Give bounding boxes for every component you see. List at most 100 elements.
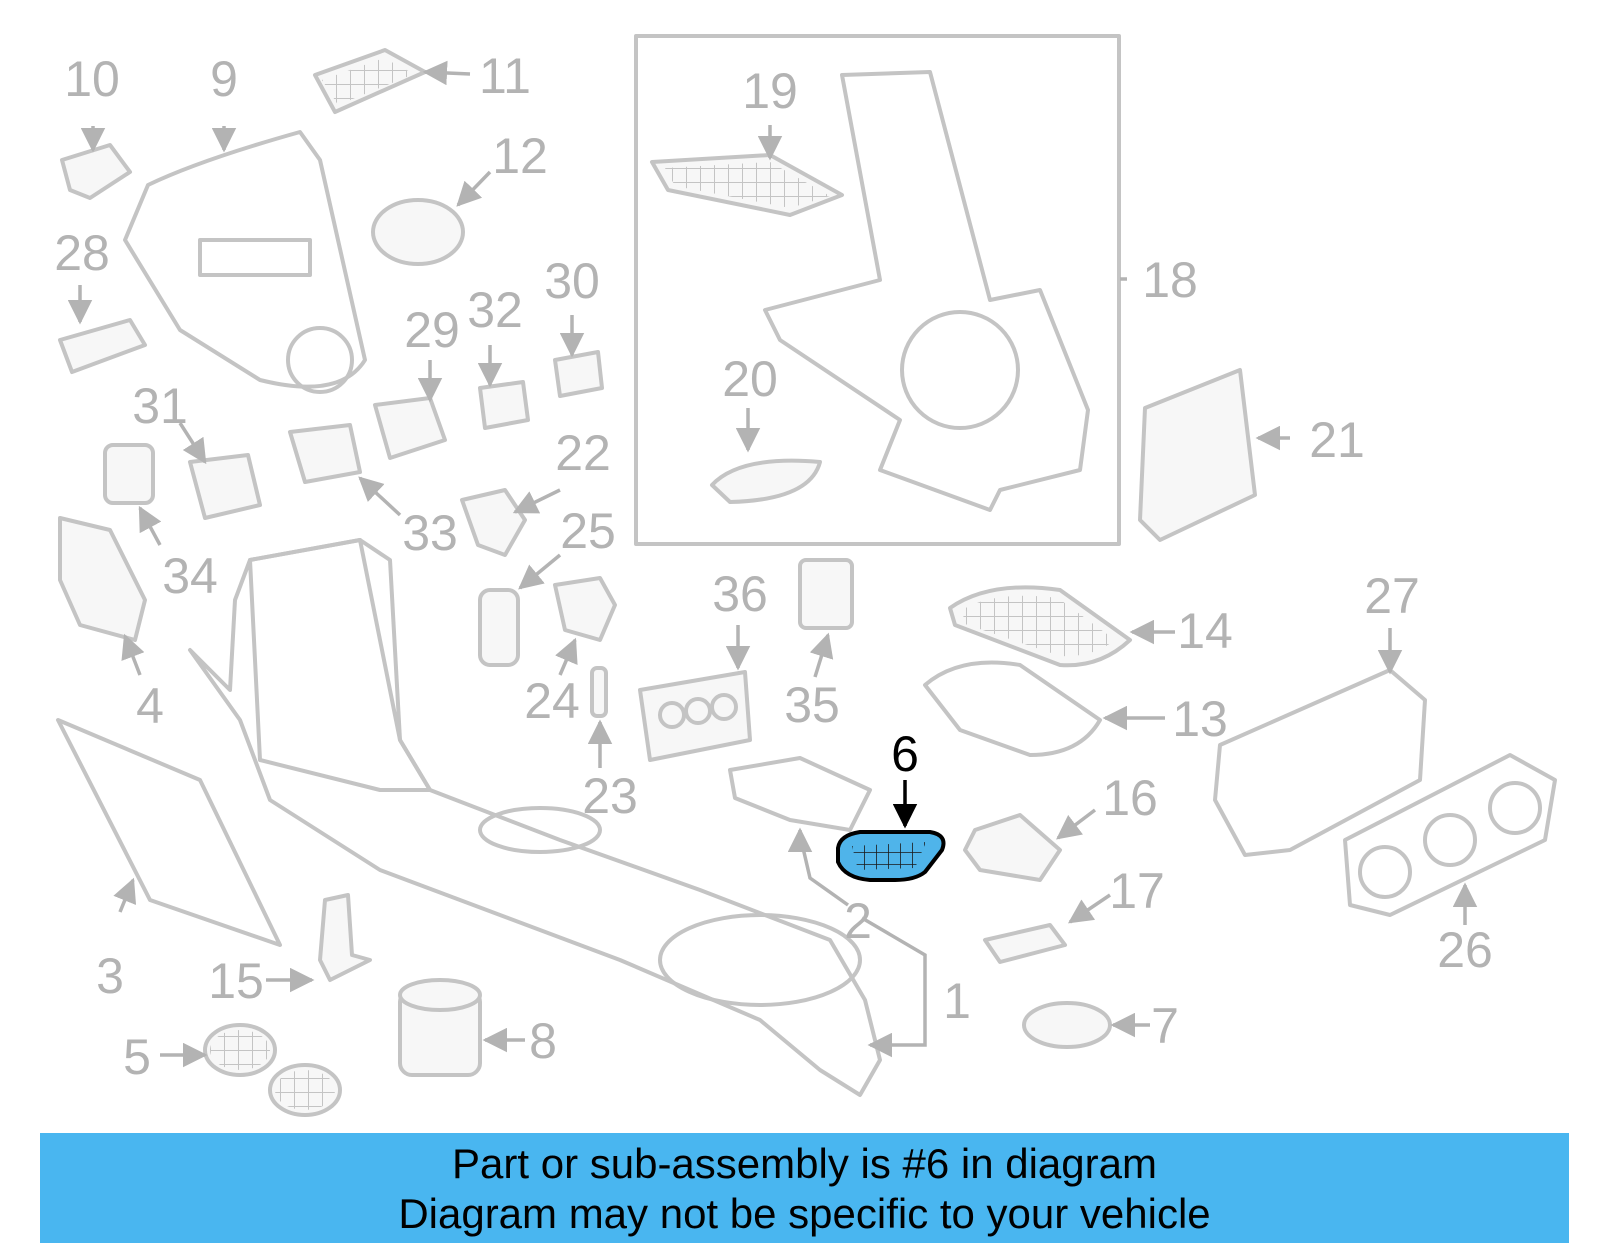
label-23: 23 xyxy=(582,768,638,824)
cap-12-shape xyxy=(371,198,465,266)
climate-knob-right xyxy=(1488,781,1542,835)
armrest-shape xyxy=(763,70,1090,512)
armrest-mat-19-grid xyxy=(665,162,830,208)
switch-cluster-group xyxy=(58,315,617,768)
console-cupholder-front xyxy=(478,806,602,854)
switch-32-shape xyxy=(478,380,530,430)
switch-33-shape xyxy=(288,423,362,484)
label-17: 17 xyxy=(1109,863,1165,919)
label-8: 8 xyxy=(529,1013,557,1069)
label-13: 13 xyxy=(1172,691,1228,747)
highlighted-part-6-group xyxy=(836,780,946,882)
leader-3 xyxy=(113,877,137,913)
label-36: 36 xyxy=(712,566,768,622)
main-console-frame xyxy=(248,538,432,792)
label-9: 9 xyxy=(210,51,238,107)
label-16: 16 xyxy=(1102,770,1158,826)
trim-ring-2-shape xyxy=(728,756,872,832)
cup-insert-8-top xyxy=(398,978,482,1012)
label-7: 7 xyxy=(1151,998,1179,1054)
trim-11-grid xyxy=(322,58,414,105)
label-25: 25 xyxy=(560,503,616,559)
leader-17 xyxy=(1067,893,1111,924)
panel-36-knob-a xyxy=(658,701,686,729)
label-6-highlighted: 6 xyxy=(891,726,919,782)
label-14: 14 xyxy=(1177,603,1233,659)
label-32: 32 xyxy=(467,282,523,338)
leader-25 xyxy=(518,553,562,590)
callout-labels: 10 9 11 12 28 30 32 29 31 22 33 25 34 4 … xyxy=(54,48,1493,1085)
leader-33 xyxy=(358,476,402,517)
leader-12 xyxy=(456,170,492,207)
label-12: 12 xyxy=(492,128,548,184)
upper-console-group xyxy=(58,48,492,394)
right-parts-group xyxy=(1138,368,1557,925)
armrest-assembly-group xyxy=(634,34,1127,546)
panel-36-knob-c xyxy=(710,693,738,721)
mat-14-grid xyxy=(962,595,1115,657)
lower-parts-group xyxy=(160,893,525,1117)
climate-control-26-shape xyxy=(1343,753,1557,917)
leader-24 xyxy=(555,637,578,676)
label-26: 26 xyxy=(1437,922,1493,978)
side-panel-3-shape xyxy=(56,718,282,947)
lighter-24-shape xyxy=(478,588,520,667)
switch-34-shape xyxy=(103,443,155,505)
main-console-1-shape xyxy=(188,538,882,1097)
switch-35-shape xyxy=(798,558,854,630)
label-20: 20 xyxy=(722,351,778,407)
label-30: 30 xyxy=(544,253,600,309)
label-33: 33 xyxy=(402,505,458,561)
caption-line-2: Diagram may not be specific to your vehi… xyxy=(398,1190,1211,1237)
armrest-box-outline xyxy=(634,34,1121,546)
switch-30-shape xyxy=(553,350,604,398)
label-5: 5 xyxy=(123,1029,151,1085)
leader-11 xyxy=(422,60,471,86)
middle-right-group xyxy=(638,558,1175,1049)
label-22: 22 xyxy=(555,425,611,481)
strip-17-shape xyxy=(983,923,1067,964)
armrest-hinge xyxy=(900,310,1020,430)
label-29: 29 xyxy=(404,302,460,358)
label-28: 28 xyxy=(54,225,110,281)
leader-31 xyxy=(178,422,207,465)
bracket-16-shape xyxy=(963,813,1062,882)
label-35: 35 xyxy=(784,677,840,733)
socket-25-shape xyxy=(553,576,617,642)
upper-console-switch-row xyxy=(198,238,312,277)
label-10: 10 xyxy=(64,51,120,107)
cover-21-shape xyxy=(1138,368,1257,542)
label-21: 21 xyxy=(1309,412,1365,468)
label-24: 24 xyxy=(524,673,580,729)
bulb-23-shape xyxy=(590,666,608,718)
leader-34 xyxy=(138,505,162,546)
upper-console-9-shape xyxy=(123,130,367,389)
cover-13-shape xyxy=(923,660,1102,757)
socket-22-shape xyxy=(460,488,527,557)
main-console-group xyxy=(56,538,927,1097)
leader-1 xyxy=(861,916,927,1047)
label-15: 15 xyxy=(208,953,264,1009)
upper-console-cupholder xyxy=(286,326,354,394)
caption-line-1: Part or sub-assembly is #6 in diagram xyxy=(452,1140,1157,1187)
label-19: 19 xyxy=(742,63,798,119)
bracket-15-shape xyxy=(318,893,372,982)
grille-5b-grid xyxy=(275,1070,335,1110)
housing-27-shape xyxy=(1213,668,1427,857)
leader-4 xyxy=(121,633,145,676)
climate-knob-center xyxy=(1423,813,1477,867)
label-2: 2 xyxy=(844,893,872,949)
switch-29-shape xyxy=(373,396,447,460)
label-18: 18 xyxy=(1142,252,1198,308)
leader-22 xyxy=(512,488,561,514)
bracket-4-shape xyxy=(58,516,147,642)
clip-10-shape xyxy=(60,143,132,200)
climate-knob-left xyxy=(1358,845,1412,899)
leader-16 xyxy=(1056,808,1097,840)
label-27: 27 xyxy=(1364,568,1420,624)
label-4: 4 xyxy=(136,678,164,734)
console-cupholder-rear xyxy=(658,913,862,1007)
mat-6-grid xyxy=(852,842,926,870)
leader-35 xyxy=(809,632,834,678)
